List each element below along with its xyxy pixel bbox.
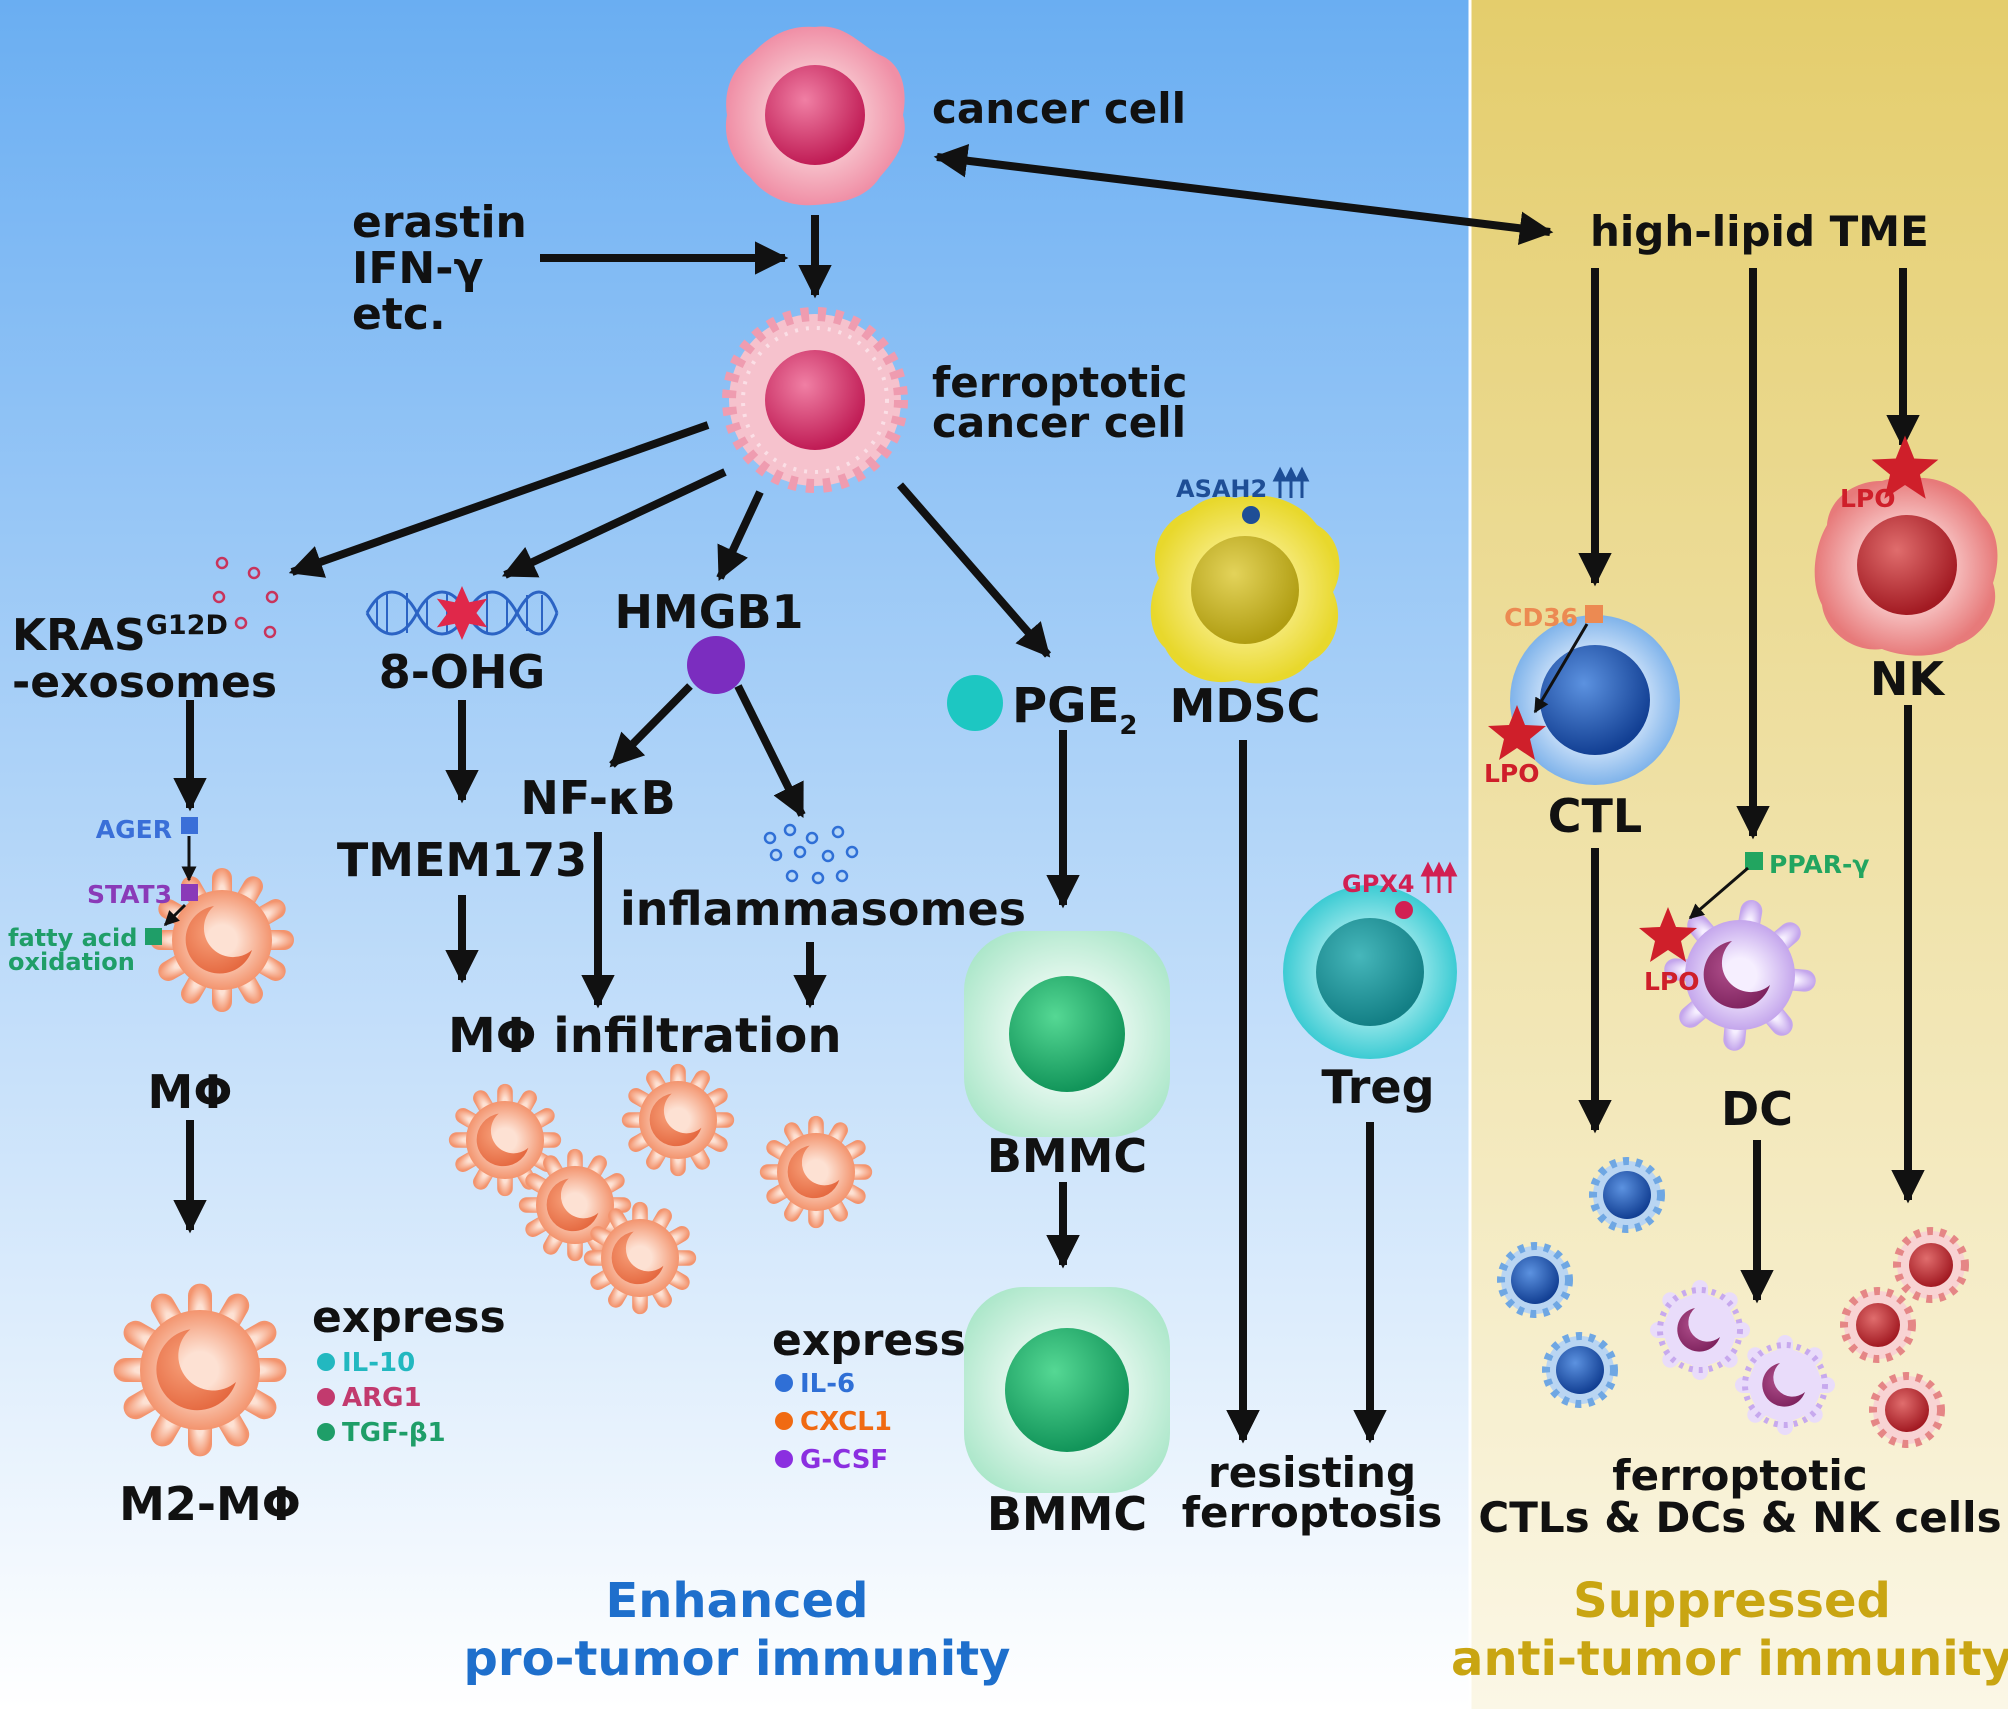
il10-label: IL-10 (342, 1348, 415, 1378)
nfkb-label: NF-κB (520, 771, 675, 825)
ctl-cell-icon (1510, 615, 1680, 785)
cd36-label: CD36 (1504, 603, 1578, 632)
mphi-infiltration-label: MΦ infiltration (448, 1008, 842, 1064)
ppar-marker (1745, 852, 1763, 870)
right-panel-title-line2: anti-tumor immunity (1451, 1631, 2008, 1687)
tgfb1-dot (317, 1423, 335, 1441)
bmmc-cell-icon-2 (964, 1287, 1170, 1493)
pge2-dot-icon (947, 675, 1003, 731)
tmem173-label: TMEM173 (337, 833, 587, 887)
dc-label: DC (1721, 1082, 1793, 1136)
fatty-acid-marker (145, 928, 162, 945)
left-panel-title-line1: Enhanced (605, 1573, 868, 1629)
right-panel-title-line1: Suppressed (1573, 1573, 1891, 1629)
cxcl1-dot (775, 1412, 793, 1430)
il6-dot (775, 1374, 793, 1392)
bmmc-label-1: BMMC (987, 1129, 1147, 1183)
resisting-label-line1: resisting (1208, 1448, 1416, 1497)
dna-damage-star-icon (436, 586, 488, 640)
treg-label: Treg (1321, 1060, 1434, 1114)
ppar-label: PPAR-γ (1769, 850, 1869, 879)
treg-cell-icon (1283, 885, 1457, 1059)
pge2-label: PGE2 (1012, 678, 1137, 741)
inflammasomes-label: inflammasomes (620, 882, 1026, 936)
cxcl1-label: CXCL1 (800, 1407, 892, 1437)
ager-marker (181, 817, 198, 834)
inducer-ifn: IFN-γ (352, 243, 484, 294)
mdsc-cell-icon (1150, 495, 1340, 684)
inflammasome-icon (763, 823, 859, 885)
asah2-label: ASAH2 (1176, 475, 1267, 503)
gcsf-label: G-CSF (800, 1445, 888, 1475)
asah2-up-arrows-icon (1272, 466, 1310, 498)
gpx4-label: GPX4 (1342, 870, 1415, 898)
high-lipid-label: high-lipid TME (1590, 207, 1929, 256)
m2-express-label: express (312, 1292, 506, 1343)
tgfb1-label: TGF-β1 (342, 1418, 446, 1448)
fatty-acid-label-line1: fatty acid (8, 924, 137, 952)
stat3-label: STAT3 (87, 880, 172, 909)
inducer-etc: etc. (352, 289, 446, 340)
arg1-label: ARG1 (342, 1383, 422, 1413)
bmmc-express-label: express (772, 1315, 966, 1366)
gpx4-up-arrows-icon (1420, 861, 1458, 893)
cd36-marker (1585, 605, 1603, 623)
resisting-label-line2: ferroptosis (1182, 1488, 1442, 1537)
exosome-icon (212, 556, 279, 639)
gpx4-dot (1395, 901, 1413, 919)
macrophage-label: MΦ (148, 1065, 233, 1119)
ferroptotic-immune-label-line2: CTLs & DCs & NK cells (1478, 1493, 2001, 1542)
hmgb1-dot-icon (687, 636, 745, 694)
left-panel-title-line2: pro-tumor immunity (464, 1631, 1011, 1687)
ferroptotic-cell-icon (722, 307, 908, 493)
ager-label: AGER (96, 815, 172, 844)
fatty-acid-label-line2: oxidation (8, 948, 135, 976)
il6-label: IL-6 (800, 1369, 855, 1399)
m2-macrophage-label: M2-MΦ (119, 1477, 301, 1531)
ferroptotic-immune-label-line1: ferroptotic (1612, 1451, 1867, 1500)
dc-lpo-label: LPO (1644, 967, 1700, 996)
gcsf-dot (775, 1450, 793, 1468)
ctl-label: CTL (1548, 789, 1642, 843)
il10-dot (317, 1353, 335, 1371)
nk-cell-icon (1814, 477, 1998, 656)
cancer-cell-icon (725, 26, 905, 206)
cancer-cell-label: cancer cell (932, 84, 1186, 133)
kras-label: KRASG12D (12, 610, 228, 661)
ohg-label: 8-OHG (379, 645, 545, 699)
bmmc-cell-icon (964, 931, 1170, 1137)
ferroptotic-label-line1: ferroptotic (932, 358, 1187, 407)
kras-label-line2: -exosomes (12, 657, 277, 708)
stat3-marker (181, 884, 198, 901)
nk-lpo-label: LPO (1840, 484, 1896, 513)
bmmc-label-2: BMMC (987, 1487, 1147, 1541)
inducer-erastin: erastin (352, 197, 527, 248)
mdsc-label: MDSC (1170, 679, 1321, 733)
ferroptotic-label-line2: cancer cell (932, 398, 1186, 447)
asah2-dot (1242, 506, 1260, 524)
hmgb1-label: HMGB1 (614, 585, 803, 639)
ctl-lpo-label: LPO (1484, 759, 1540, 788)
arg1-dot (317, 1388, 335, 1406)
nk-label: NK (1870, 652, 1946, 706)
